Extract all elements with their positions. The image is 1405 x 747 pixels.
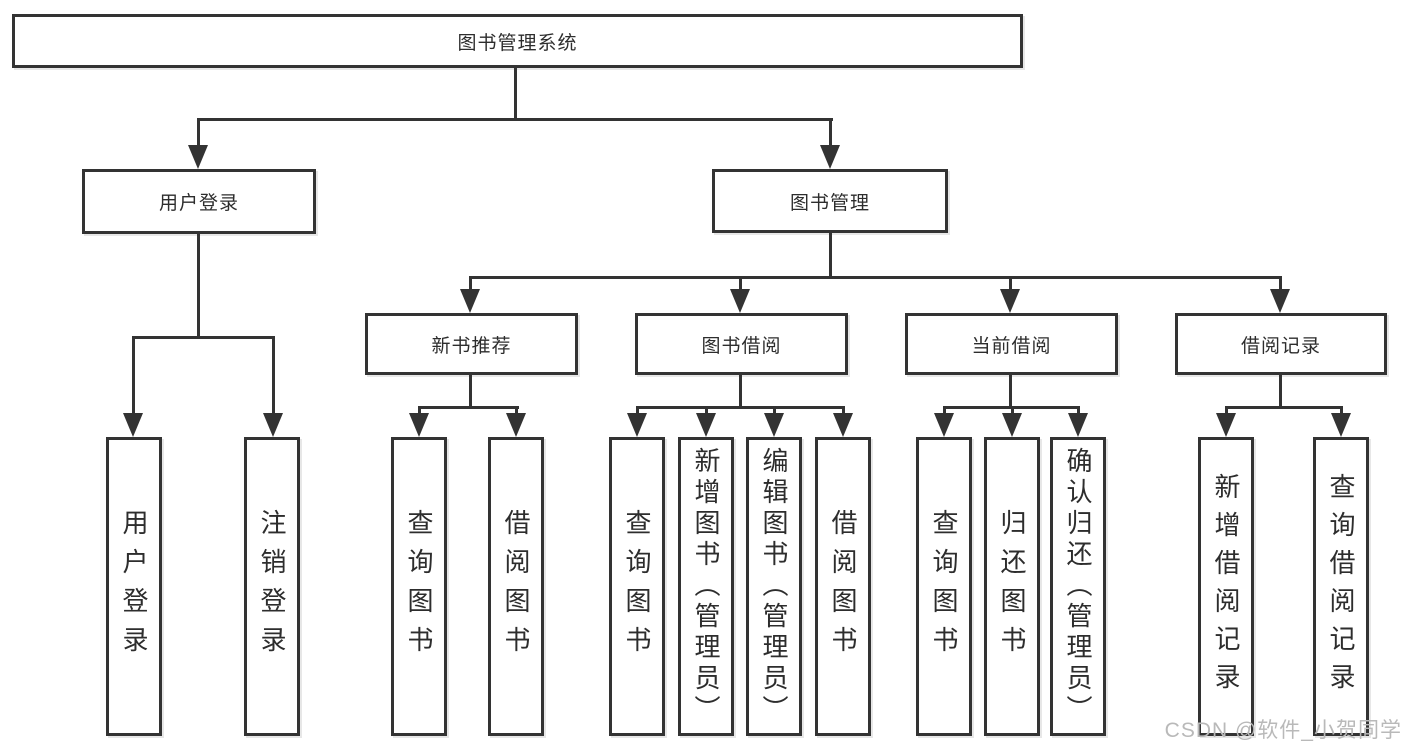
connector-segment xyxy=(197,234,200,339)
node-user-login-group: 用户登录 xyxy=(82,169,316,234)
connector-segment xyxy=(842,406,845,416)
connector-segment xyxy=(705,406,708,416)
node-leaf-edit-books-admin-label: 编辑图书（管理员） xyxy=(759,447,789,726)
node-book-management: 图书管理 xyxy=(712,169,948,233)
arrow-head xyxy=(506,413,526,437)
connector-segment xyxy=(418,406,421,416)
connector-segment xyxy=(418,406,519,409)
arrow-head xyxy=(1216,413,1236,437)
connector-segment xyxy=(197,118,833,121)
node-root: 图书管理系统 xyxy=(12,14,1023,68)
arrow-head xyxy=(764,413,784,437)
connector-segment xyxy=(469,375,472,409)
arrow-head xyxy=(934,413,954,437)
node-book-borrowing: 图书借阅 xyxy=(635,313,848,375)
connector-segment xyxy=(197,118,200,148)
connector-segment xyxy=(1279,375,1282,409)
node-leaf-logout: 注销登录 xyxy=(244,437,300,736)
node-leaf-borrow-books-label: 借阅图书 xyxy=(828,508,858,665)
connector-segment xyxy=(773,406,776,416)
connector-segment xyxy=(1011,406,1014,416)
node-leaf-logout-label: 注销登录 xyxy=(257,508,287,665)
node-leaf-user-login-label: 用户登录 xyxy=(119,508,149,665)
arrow-head xyxy=(1331,413,1351,437)
node-leaf-borrow-books-recommend-label: 借阅图书 xyxy=(501,508,531,665)
node-root-label: 图书管理系统 xyxy=(457,32,578,54)
node-leaf-return-books-label: 归还图书 xyxy=(997,508,1027,665)
node-leaf-borrow-books-recommend: 借阅图书 xyxy=(488,437,544,736)
arrow-head xyxy=(833,413,853,437)
arrow-head xyxy=(123,413,143,437)
node-current-borrowing: 当前借阅 xyxy=(905,313,1118,375)
connector-segment xyxy=(1077,406,1080,416)
connector-segment xyxy=(1225,406,1343,409)
node-leaf-query-books-borrowing-label: 查询图书 xyxy=(622,508,652,665)
arrow-head xyxy=(1000,289,1020,313)
node-borrowing-records-label: 借阅记录 xyxy=(1240,335,1321,357)
arrow-head xyxy=(627,413,647,437)
arrow-head xyxy=(460,289,480,313)
node-leaf-return-books: 归还图书 xyxy=(984,437,1040,736)
connector-segment xyxy=(1279,276,1282,291)
connector-segment xyxy=(943,406,946,416)
node-leaf-confirm-return-admin-label: 确认归还（管理员） xyxy=(1063,447,1093,726)
node-leaf-user-login: 用户登录 xyxy=(106,437,162,736)
node-current-borrowing-label: 当前借阅 xyxy=(971,335,1052,357)
connector-segment xyxy=(739,375,742,409)
connector-segment xyxy=(1009,276,1012,291)
node-leaf-confirm-return-admin: 确认归还（管理员） xyxy=(1050,437,1106,736)
node-leaf-query-borrow-record: 查询借阅记录 xyxy=(1313,437,1369,736)
arrow-head xyxy=(820,145,840,169)
node-leaf-borrow-books: 借阅图书 xyxy=(815,437,871,736)
node-leaf-edit-books-admin: 编辑图书（管理员） xyxy=(746,437,802,736)
arrow-head xyxy=(188,145,208,169)
connector-segment xyxy=(515,406,518,416)
node-leaf-query-books-recommend-label: 查询图书 xyxy=(404,508,434,665)
node-leaf-add-borrow-record: 新增借阅记录 xyxy=(1198,437,1254,736)
arrow-head xyxy=(263,413,283,437)
connector-segment xyxy=(739,276,742,291)
connector-segment xyxy=(132,336,275,339)
connector-segment xyxy=(469,276,472,291)
node-leaf-query-books-borrowing: 查询图书 xyxy=(609,437,665,736)
arrow-head xyxy=(1068,413,1088,437)
arrow-head xyxy=(730,289,750,313)
node-book-management-label: 图书管理 xyxy=(789,192,870,214)
node-leaf-query-books-recommend: 查询图书 xyxy=(391,437,447,736)
connector-segment xyxy=(1340,406,1343,416)
node-book-borrowing-label: 图书借阅 xyxy=(701,335,782,357)
arrow-head xyxy=(409,413,429,437)
connector-segment xyxy=(469,276,1282,279)
connector-segment xyxy=(636,406,845,409)
connector-segment xyxy=(132,336,135,416)
node-leaf-query-borrow-record-label: 查询借阅记录 xyxy=(1326,472,1356,701)
arrow-head xyxy=(696,413,716,437)
node-new-book-recommend-label: 新书推荐 xyxy=(431,335,512,357)
arrow-head xyxy=(1002,413,1022,437)
node-leaf-add-borrow-record-label: 新增借阅记录 xyxy=(1211,472,1241,701)
connector-segment xyxy=(829,233,832,279)
connector-segment xyxy=(636,406,639,416)
watermark: CSDN @软件_小贺同学 xyxy=(1164,719,1402,742)
connector-segment xyxy=(514,68,517,120)
connector-segment xyxy=(1225,406,1228,416)
node-leaf-add-books-admin: 新增图书（管理员） xyxy=(678,437,734,736)
node-leaf-add-books-admin-label: 新增图书（管理员） xyxy=(691,447,721,726)
node-new-book-recommend: 新书推荐 xyxy=(365,313,578,375)
arrow-head xyxy=(1270,289,1290,313)
node-borrowing-records: 借阅记录 xyxy=(1175,313,1387,375)
node-user-login-group-label: 用户登录 xyxy=(158,193,239,214)
node-leaf-query-books-current: 查询图书 xyxy=(916,437,972,736)
node-leaf-query-books-current-label: 查询图书 xyxy=(929,508,959,665)
connector-segment xyxy=(1009,375,1012,409)
connector-segment xyxy=(829,118,832,148)
connector-segment xyxy=(272,336,275,416)
